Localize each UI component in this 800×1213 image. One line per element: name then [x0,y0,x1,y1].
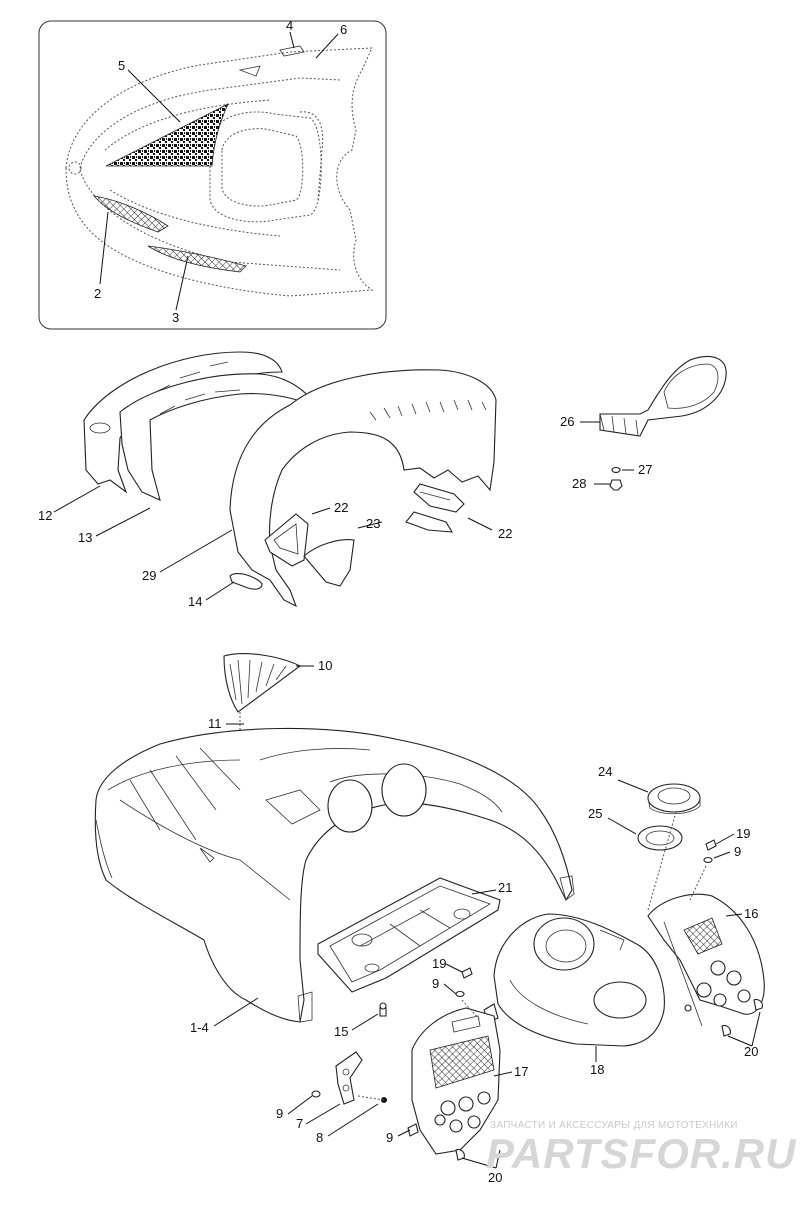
side-panel-16 [647,893,765,1037]
callout-9d: 9 [386,1130,393,1145]
callout-25: 25 [588,806,602,821]
callout-2: 2 [94,286,101,301]
callout-9b: 9 [432,976,439,991]
side-panel-17 [407,1007,501,1161]
clip-14 [229,573,263,590]
callout-9a: 9 [734,844,741,859]
mirror-26 [599,356,727,491]
callout-4: 4 [286,18,293,33]
decal-inset [38,20,387,330]
callout-3: 3 [172,310,179,325]
callout-29: 29 [142,568,156,583]
callout-10: 10 [318,658,332,673]
decal-5 [105,103,229,167]
callout-19b: 19 [432,956,446,971]
watermark-brand: PARTSFOR.RU [486,1130,797,1177]
callout-26: 26 [560,414,574,429]
callout-16: 16 [744,906,758,921]
callout-20b: 20 [488,1170,502,1185]
callout-18: 18 [590,1062,604,1077]
callout-5: 5 [118,58,125,73]
decal-2 [92,195,169,233]
callout-17: 17 [514,1064,528,1079]
callout-21: 21 [498,880,512,895]
callout-14: 14 [188,594,202,609]
main-body-1-4 [94,727,575,1023]
gasket-25 [637,825,683,851]
bracket-7 [311,1051,387,1105]
cover-23 [303,511,454,587]
console-18 [483,913,665,1047]
storage-tray-21 [317,877,501,1017]
callout-1-4: 1-4 [190,1020,209,1035]
leader-lines [53,31,761,1169]
callout-15: 15 [334,1024,348,1039]
watermark-tagline: ЗАПЧАСТИ И АКСЕССУАРЫ ДЛЯ МОТОТЕХНИКИ [490,1120,738,1131]
callout-23: 23 [366,516,380,531]
hardware-19-9-right [689,839,717,901]
hardware-19-9-left [455,967,481,1021]
callout-27: 27 [638,462,652,477]
callout-7: 7 [296,1116,303,1131]
callout-22b: 22 [498,526,512,541]
callout-22a: 22 [334,500,348,515]
bracket-22-right [413,483,465,513]
callout-19a: 19 [736,826,750,841]
callout-28: 28 [572,476,586,491]
callout-11: 11 [208,716,222,731]
callout-20a: 20 [744,1044,758,1059]
liner-29 [229,369,497,608]
decal-3 [147,245,247,273]
callout-6: 6 [340,22,347,37]
callout-13: 13 [78,530,92,545]
callout-labels: 4 6 5 2 3 12 13 29 14 22 23 22 26 27 28 … [38,18,758,1185]
callout-12: 12 [38,508,52,523]
callout-8: 8 [316,1130,323,1145]
gauge-ring-24 [647,783,701,815]
callout-24: 24 [598,764,612,779]
bracket-22-left [264,513,309,567]
callout-9c: 9 [276,1106,283,1121]
